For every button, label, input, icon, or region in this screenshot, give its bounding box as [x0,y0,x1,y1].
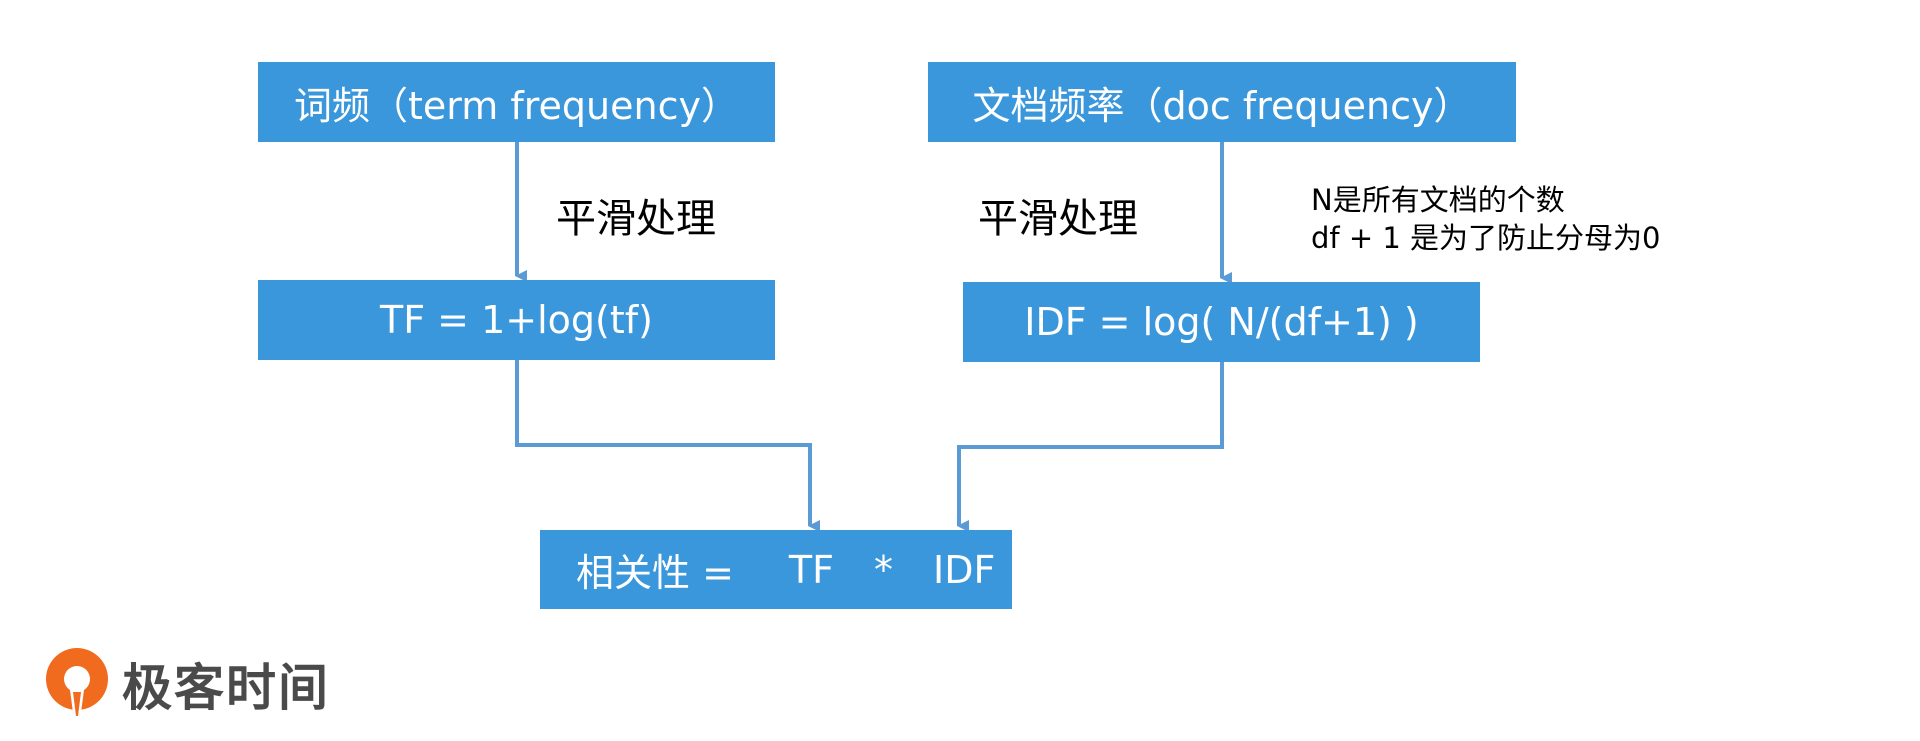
tf-formula-label: TF = 1+log(tf) [380,298,653,342]
relevance-label: 相关性 = [576,551,734,595]
geektime-logo: 极客时间 [42,646,330,722]
relevance-multiply-operator: * [874,547,893,592]
arrow-idf-to-relevance [957,362,1224,532]
arrow-tf-to-relevance [515,360,820,532]
doc-frequency-label: 文档频率（doc frequency） [972,83,1472,128]
geektime-logo-text: 极客时间 [122,659,330,717]
geektime-logo-icon [46,648,108,720]
smoothing-label-right: 平滑处理 [978,196,1138,242]
relevance-idf-term: IDF [933,547,996,592]
note-df-plus-one: df + 1 是为了防止分母为0 [1311,221,1661,255]
smoothing-label-left: 平滑处理 [556,196,716,242]
idf-formula-label: IDF = log( N/(df+1) ) [1024,300,1419,344]
doc-frequency-box: 文档频率（doc frequency） [928,62,1516,142]
term-frequency-label: 词频（term frequency） [294,83,739,128]
idf-formula-box: IDF = log( N/(df+1) ) [963,282,1480,362]
relevance-tf-term: TF [788,547,834,592]
note-n-definition: N是所有文档的个数 [1311,183,1565,217]
relevance-formula-box: 相关性 = TF * IDF [540,530,1012,609]
tf-formula-box: TF = 1+log(tf) [258,280,775,360]
term-frequency-box: 词频（term frequency） [258,62,775,142]
